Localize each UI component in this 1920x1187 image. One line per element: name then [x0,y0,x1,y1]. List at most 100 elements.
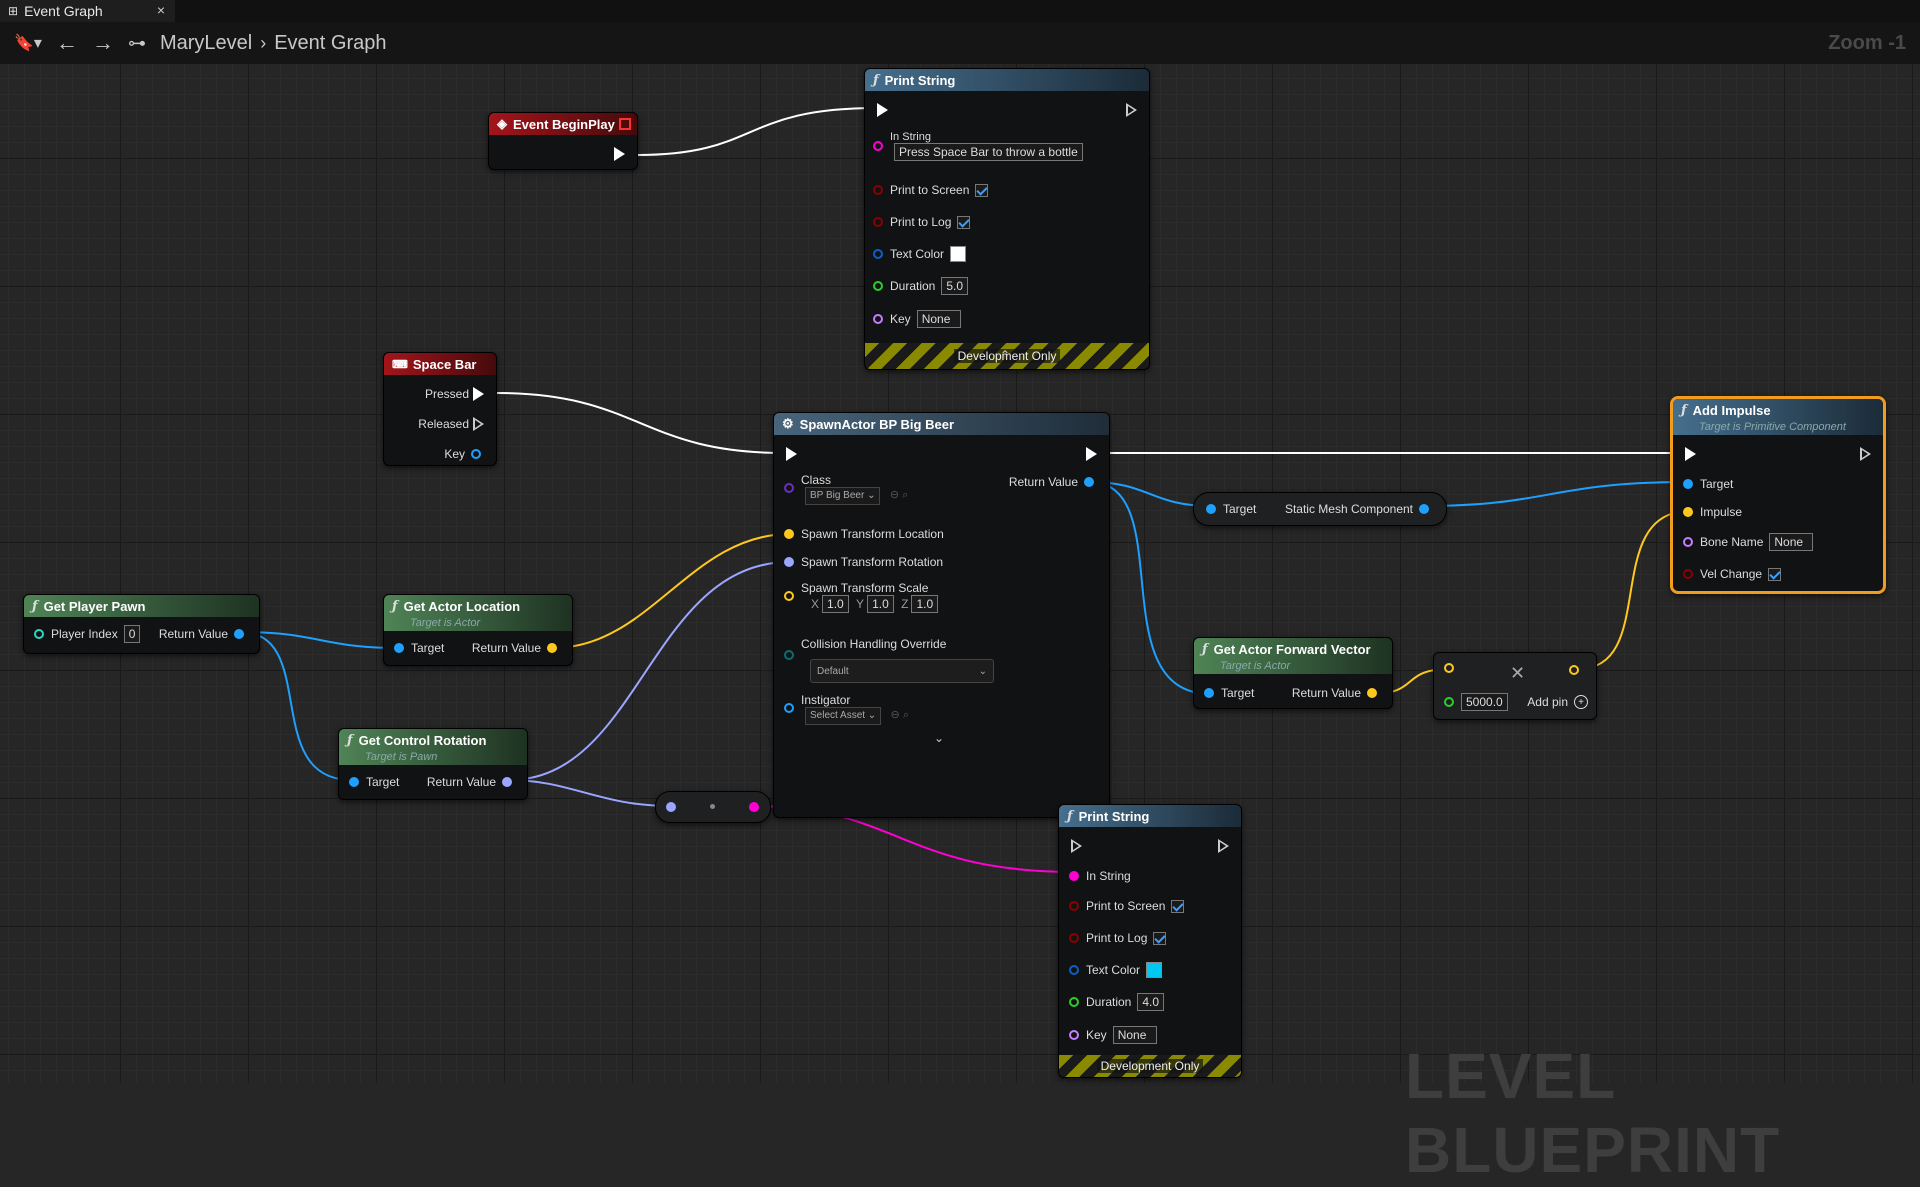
breadcrumb-graph[interactable]: Event Graph [274,31,387,54]
space-bar-node[interactable]: ⌨Space Bar Pressed Released Key [383,352,497,466]
object-pin[interactable] [394,643,404,653]
enum-pin[interactable] [784,650,794,660]
delegate-icon[interactable] [619,118,631,130]
player-index-input[interactable]: 0 [123,625,141,643]
name-pin[interactable] [873,314,883,324]
vector-pin[interactable] [784,591,794,601]
bool-pin[interactable] [1069,901,1079,911]
breadcrumb-level[interactable]: MaryLevel [159,31,253,54]
exec-released-pin[interactable] [473,417,484,431]
close-icon[interactable]: × [156,2,165,18]
add-pin-button[interactable]: Add pin+ [1527,693,1588,711]
text-color-swatch[interactable] [1146,962,1163,978]
hierarchy-icon[interactable]: ⊶ [127,32,146,53]
string-pin[interactable] [749,802,759,812]
exec-in-pin[interactable] [1685,447,1696,461]
float-pin[interactable] [1444,697,1454,707]
expand-chevron-icon[interactable]: ⌄ [934,731,945,745]
string-pin[interactable] [873,141,883,151]
rotator-pin[interactable] [502,777,512,787]
static-mesh-component-node[interactable]: Target Static Mesh Component [1193,492,1447,526]
object-pin[interactable] [234,629,244,639]
function-icon: ƒ [1202,641,1208,657]
forward-button[interactable]: → [91,30,114,55]
exec-in-pin[interactable] [877,103,888,117]
vector-pin[interactable] [784,529,794,539]
object-pin[interactable] [1419,504,1429,514]
bool-pin[interactable] [1683,569,1693,579]
object-pin[interactable] [784,703,794,713]
rotator-pin[interactable] [784,557,794,567]
instigator-dropdown[interactable]: Select Asset ⌄ [805,707,882,725]
name-pin[interactable] [1069,1030,1079,1040]
text-color-swatch[interactable] [950,246,967,262]
scale-z-input[interactable]: 1.0 [911,595,939,613]
exec-pressed-pin[interactable] [473,387,484,401]
vector-pin[interactable] [1683,507,1693,517]
back-button[interactable]: ← [55,30,78,55]
key-pin[interactable] [471,449,481,459]
string-pin[interactable] [1069,871,1079,881]
bone-name-input[interactable]: None [1769,533,1814,551]
rotator-pin[interactable] [666,802,676,812]
exec-in-pin[interactable] [786,447,797,461]
in-string-input[interactable]: Press Space Bar to throw a bottle [894,143,1083,161]
exec-out-pin[interactable] [1126,103,1137,117]
exec-out-pin[interactable] [614,147,625,161]
vector-pin[interactable] [547,643,557,653]
struct-pin[interactable] [873,249,883,259]
print-to-screen-checkbox[interactable] [1171,899,1185,913]
exec-in-pin[interactable] [1071,839,1082,853]
object-pin[interactable] [1683,479,1693,489]
multiplier-input[interactable]: 5000.0 [1461,693,1508,711]
vector-pin[interactable] [1569,665,1579,675]
class-dropdown[interactable]: BP Big Beer ⌄ [805,487,881,505]
bool-pin[interactable] [873,185,883,195]
key-input[interactable]: None [916,310,961,328]
multiply-node[interactable]: ✕ 5000.0 Add pin+ [1433,652,1597,720]
return-value-pin[interactable] [1084,477,1094,487]
print-to-screen-checkbox[interactable] [975,183,989,197]
tab-event-graph[interactable]: ⊞ Event Graph × [0,0,175,22]
object-pin[interactable] [1206,504,1216,514]
exec-out-pin[interactable] [1860,447,1871,461]
bookmark-icon[interactable]: 🔖▾ [14,35,42,52]
scale-x-input[interactable]: 1.0 [822,595,849,613]
object-pin[interactable] [1204,688,1214,698]
float-pin[interactable] [873,281,883,291]
exec-out-pin[interactable] [1086,447,1097,461]
duration-input[interactable]: 4.0 [1137,993,1165,1011]
browse-icon[interactable]: ⊖ ⌕ [889,489,909,501]
vector-pin[interactable] [1444,663,1454,673]
rotator-to-string-node[interactable] [655,791,771,823]
print-to-log-checkbox[interactable] [1153,931,1167,945]
exec-out-pin[interactable] [1218,839,1229,853]
float-pin[interactable] [1069,997,1079,1007]
key-input[interactable]: None [1112,1026,1157,1044]
scale-y-input[interactable]: 1.0 [867,595,894,613]
vel-change-checkbox[interactable] [1768,567,1782,581]
object-pin[interactable] [349,777,359,787]
vector-pin[interactable] [1367,688,1377,698]
spawn-actor-node[interactable]: ⚙SpawnActor BP Big Beer Class BP Big Bee… [773,412,1110,818]
int-pin[interactable] [34,629,44,639]
bool-pin[interactable] [1069,933,1079,943]
duration-input[interactable]: 5.0 [941,277,969,295]
chevron-up-icon[interactable]: ⌃ [1000,348,1011,362]
print-to-log-checkbox[interactable] [957,215,971,229]
bool-pin[interactable] [873,217,883,227]
browse-icon[interactable]: ⊖ ⌕ [890,709,909,721]
collision-dropdown[interactable]: Default⌄ [810,659,994,683]
class-pin[interactable] [784,483,794,493]
struct-pin[interactable] [1069,965,1079,975]
event-beginplay-node[interactable]: ◈Event BeginPlay [488,112,638,170]
name-pin[interactable] [1683,537,1693,547]
